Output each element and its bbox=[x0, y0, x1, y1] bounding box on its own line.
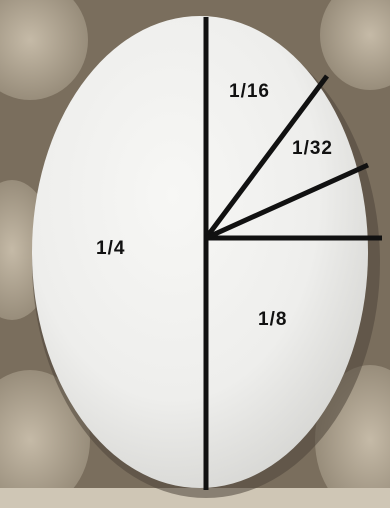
quarter-label: 1/4 bbox=[96, 238, 125, 260]
thirty-second-label: 1/32 bbox=[292, 138, 333, 160]
eighth-label: 1/8 bbox=[258, 309, 287, 331]
sixteenth-label: 1/16 bbox=[229, 81, 270, 103]
